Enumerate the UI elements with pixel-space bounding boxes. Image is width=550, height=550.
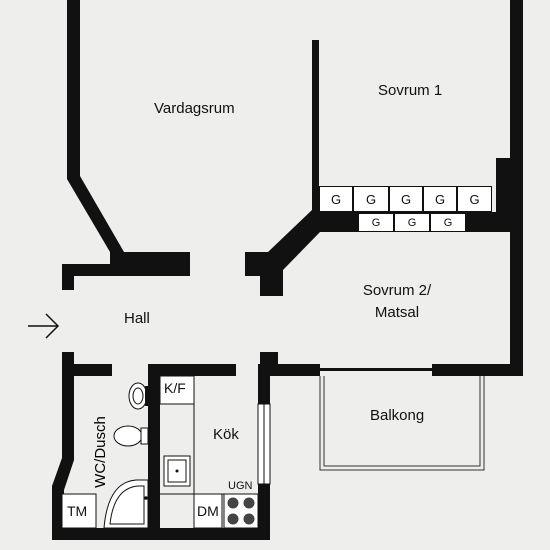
room-label-sovrum2: Sovrum 2/ Matsal bbox=[363, 280, 431, 324]
fixture-label-dm: DM bbox=[197, 503, 219, 519]
room-label-wc-dusch: WC/Dusch bbox=[92, 416, 109, 488]
wall-bottom bbox=[52, 528, 270, 540]
wall-bath-left bbox=[52, 364, 74, 533]
balcony-door-line bbox=[320, 368, 432, 371]
room-label-hall: Hall bbox=[124, 310, 150, 327]
wardrobe-g: G bbox=[353, 186, 389, 212]
room-label-sovrum1: Sovrum 1 bbox=[378, 82, 443, 99]
wall-hall-top-right bbox=[245, 210, 320, 296]
wall-kitchen-top bbox=[148, 364, 236, 376]
room-label-vardagsrum: Vardagsrum bbox=[154, 100, 235, 117]
shower-icon bbox=[103, 479, 149, 529]
wall-bath-top bbox=[62, 364, 112, 376]
wall-hall-left-side bbox=[62, 264, 74, 290]
wall-kitchen-right-top bbox=[258, 364, 270, 404]
stove-icon bbox=[223, 493, 259, 529]
toilet-icon bbox=[113, 425, 149, 447]
wall-bath-kitchen bbox=[148, 364, 160, 540]
wall-hall-left-stub bbox=[62, 264, 112, 276]
room-label-kok: Kök bbox=[213, 426, 239, 443]
kitchen-window bbox=[257, 403, 271, 485]
wall-right-chunk bbox=[496, 158, 523, 232]
wardrobe-g: G bbox=[358, 213, 394, 232]
wall-hall-top-left bbox=[110, 252, 190, 276]
wall-sovrum2-bottom-right bbox=[432, 364, 523, 376]
room-label-balkong: Balkong bbox=[370, 407, 425, 424]
tm-box bbox=[61, 493, 97, 529]
wall-partition-upper bbox=[312, 40, 319, 220]
kitchen-counter bbox=[159, 375, 258, 529]
wardrobe-g: G bbox=[430, 213, 466, 232]
fixture-label-tm: TM bbox=[67, 503, 88, 519]
fixture-label-kf: K/F bbox=[164, 380, 186, 396]
wall-left-upper bbox=[67, 0, 124, 252]
entrance-arrow-icon bbox=[28, 313, 60, 339]
wardrobe-g: G bbox=[319, 186, 353, 212]
kitchen-sink-icon bbox=[163, 455, 191, 487]
fixture-label-ugn: UGN bbox=[228, 480, 253, 492]
wardrobe-g: G bbox=[423, 186, 457, 212]
wardrobe-g: G bbox=[457, 186, 492, 212]
room-label-sovrum2-line1: Sovrum 2/ bbox=[362, 282, 432, 299]
wardrobe-g: G bbox=[394, 213, 430, 232]
balcony-outline bbox=[319, 376, 485, 471]
washbasin-icon bbox=[128, 382, 148, 410]
wall-kitchen-right-bottom bbox=[258, 484, 270, 540]
room-label-sovrum2-line2: Matsal bbox=[374, 304, 420, 321]
walls bbox=[52, 0, 523, 540]
wardrobe-g: G bbox=[389, 186, 423, 212]
